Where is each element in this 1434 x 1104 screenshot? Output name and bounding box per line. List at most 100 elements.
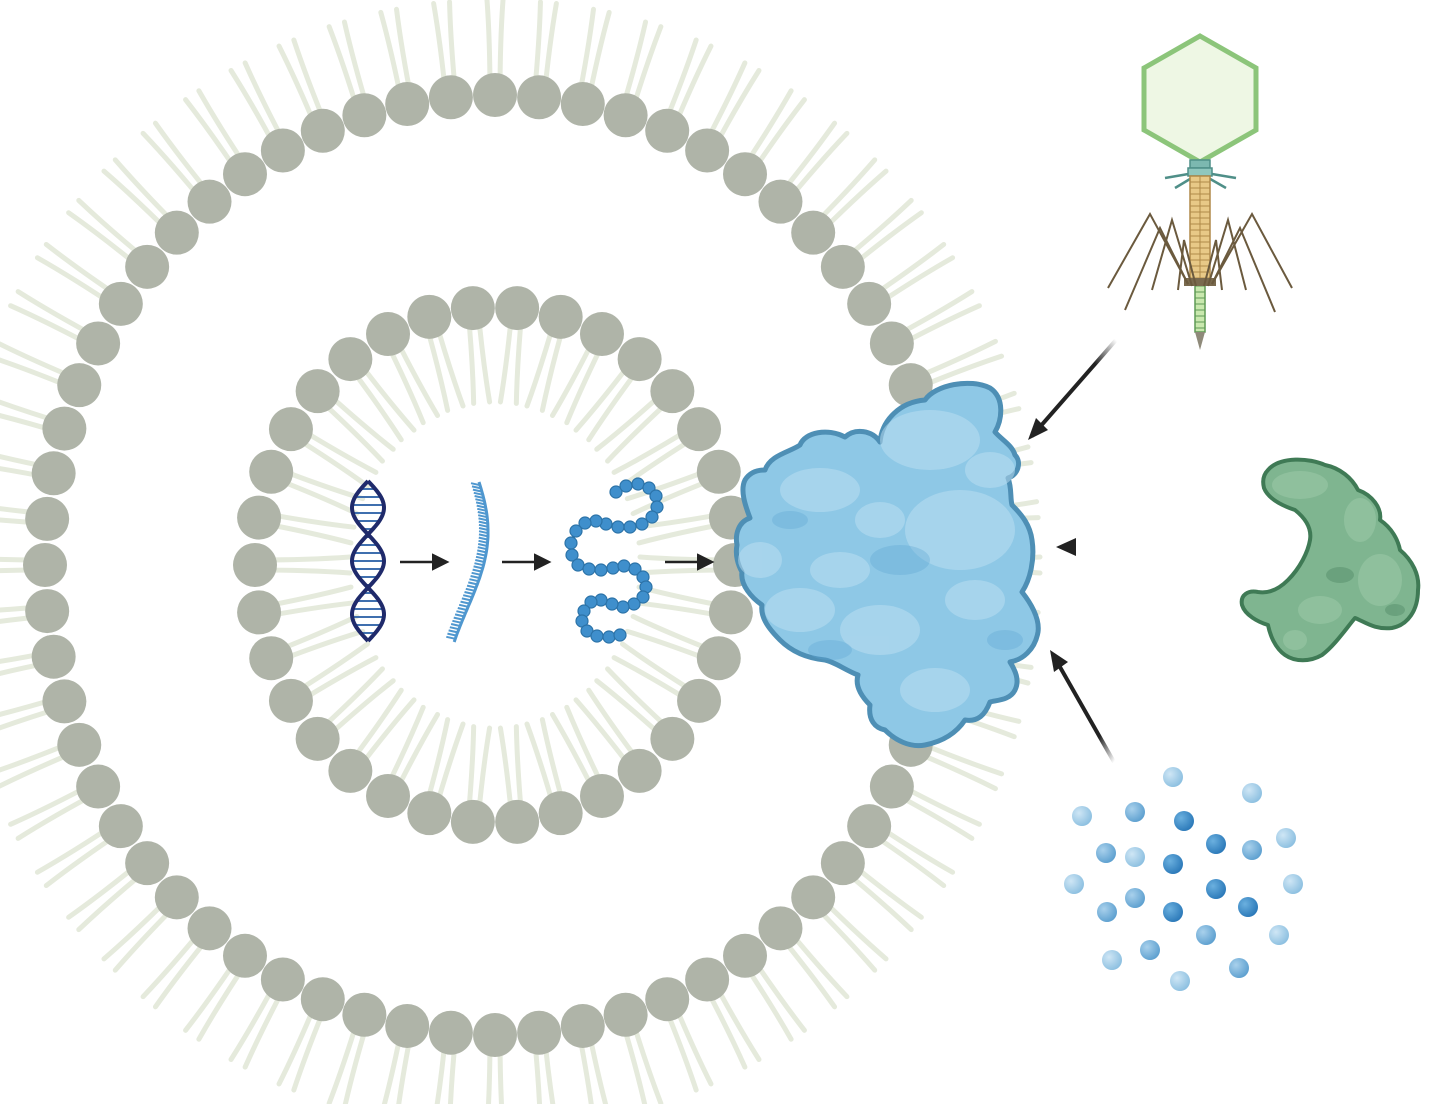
lipid-head bbox=[300, 108, 345, 153]
lipid-head bbox=[888, 363, 933, 408]
mrna-base bbox=[465, 587, 476, 592]
ligand-protein-icon bbox=[1239, 457, 1421, 663]
lipid-head bbox=[869, 321, 914, 366]
amino-acid-bead bbox=[589, 514, 603, 528]
lipid-head bbox=[723, 933, 768, 978]
mrna-base bbox=[448, 629, 458, 634]
molecule-bead bbox=[1242, 840, 1262, 860]
lipid-head bbox=[42, 679, 87, 724]
lipid-head bbox=[820, 841, 865, 886]
amino-acid-bead bbox=[578, 516, 592, 530]
lipid-head bbox=[560, 1003, 605, 1048]
lipid-head bbox=[98, 281, 143, 326]
lipid-head bbox=[295, 369, 340, 414]
lipid-head bbox=[385, 1003, 430, 1048]
mrna-base bbox=[475, 559, 485, 563]
mrna-base bbox=[468, 581, 478, 586]
amino-acid-bead bbox=[617, 559, 631, 573]
lipid-head bbox=[23, 543, 67, 587]
amino-acid-bead bbox=[619, 479, 633, 493]
amino-acid-bead bbox=[590, 629, 604, 643]
mrna-base bbox=[457, 607, 468, 611]
amino-acid-bead bbox=[645, 510, 659, 524]
mrna-base bbox=[478, 533, 489, 538]
lipid-head bbox=[237, 495, 282, 540]
lipid-head bbox=[385, 82, 430, 127]
lipid-head bbox=[696, 449, 741, 494]
lipid-head bbox=[407, 294, 452, 339]
lipid-head bbox=[579, 312, 624, 357]
lipid-head bbox=[25, 496, 70, 541]
mrna-base bbox=[446, 635, 456, 640]
lipid-head bbox=[685, 957, 730, 1002]
molecule-bead bbox=[1238, 897, 1258, 917]
mrna-base bbox=[449, 626, 460, 631]
amino-acid-bead bbox=[628, 562, 642, 576]
lipid-head bbox=[517, 75, 562, 120]
mrna-base bbox=[477, 546, 487, 551]
lipid-head bbox=[222, 933, 267, 978]
lipid-head bbox=[187, 179, 232, 224]
mrna-base bbox=[473, 565, 483, 570]
lipid-head bbox=[517, 1010, 562, 1055]
mrna-base bbox=[470, 575, 480, 579]
lipid-head bbox=[847, 804, 892, 849]
lipid-head bbox=[677, 678, 722, 723]
lipid-head bbox=[617, 748, 662, 793]
mrna-icon bbox=[446, 481, 490, 643]
lipid-head bbox=[328, 748, 373, 793]
polypeptide-icon bbox=[564, 477, 664, 644]
molecule-bead bbox=[1140, 940, 1160, 960]
lipid-head bbox=[366, 773, 411, 818]
lipid-head bbox=[677, 407, 722, 452]
molecule-bead bbox=[1269, 925, 1289, 945]
lipid-head bbox=[342, 93, 387, 138]
membrane-protein-icon bbox=[733, 380, 1041, 749]
lipid-head bbox=[723, 152, 768, 197]
bacteriophage-icon bbox=[1107, 33, 1293, 350]
molecule-bead bbox=[1097, 902, 1117, 922]
mrna-base bbox=[452, 619, 462, 624]
amino-acid-bead bbox=[605, 597, 619, 611]
lipid-head bbox=[268, 407, 313, 452]
lipid-head bbox=[237, 590, 282, 635]
lipid-head bbox=[650, 369, 695, 414]
lipid-head bbox=[428, 1010, 473, 1055]
mrna-base bbox=[475, 555, 486, 560]
lipid-head bbox=[328, 337, 373, 382]
molecule-bead bbox=[1174, 811, 1194, 831]
lipid-head bbox=[758, 179, 803, 224]
lipid-head bbox=[428, 75, 473, 120]
lipid-head bbox=[603, 93, 648, 138]
molecule-bead bbox=[1170, 971, 1190, 991]
mrna-base bbox=[478, 536, 489, 541]
amino-acid-bead bbox=[606, 561, 620, 575]
lipid-head bbox=[869, 764, 914, 809]
lipid-head bbox=[645, 977, 690, 1022]
mrna-base bbox=[477, 549, 487, 554]
mrna-base bbox=[461, 597, 472, 602]
amino-acid-bead bbox=[649, 489, 663, 503]
mrna-base bbox=[474, 562, 484, 567]
amino-acid-bead bbox=[613, 628, 627, 642]
lipid-head bbox=[249, 449, 294, 494]
arrow-phage-to-protein bbox=[1030, 338, 1118, 438]
lipid-head bbox=[791, 875, 836, 920]
amino-acid-bead bbox=[636, 590, 650, 604]
lipid-head bbox=[407, 791, 452, 836]
lipid-head bbox=[560, 82, 605, 127]
lipid-head bbox=[538, 791, 583, 836]
mrna-base bbox=[454, 613, 465, 618]
amino-acid-bead bbox=[569, 524, 583, 538]
lipid-head bbox=[268, 678, 313, 723]
lipid-head bbox=[495, 799, 540, 844]
molecule-bead bbox=[1283, 874, 1303, 894]
amino-acid-bead bbox=[594, 563, 608, 577]
lipid-head bbox=[495, 286, 540, 331]
lipid-head bbox=[696, 636, 741, 681]
molecule-bead bbox=[1096, 843, 1116, 863]
molecule-bead bbox=[1102, 950, 1122, 970]
lipid-head bbox=[847, 281, 892, 326]
lipid-head bbox=[260, 128, 305, 173]
